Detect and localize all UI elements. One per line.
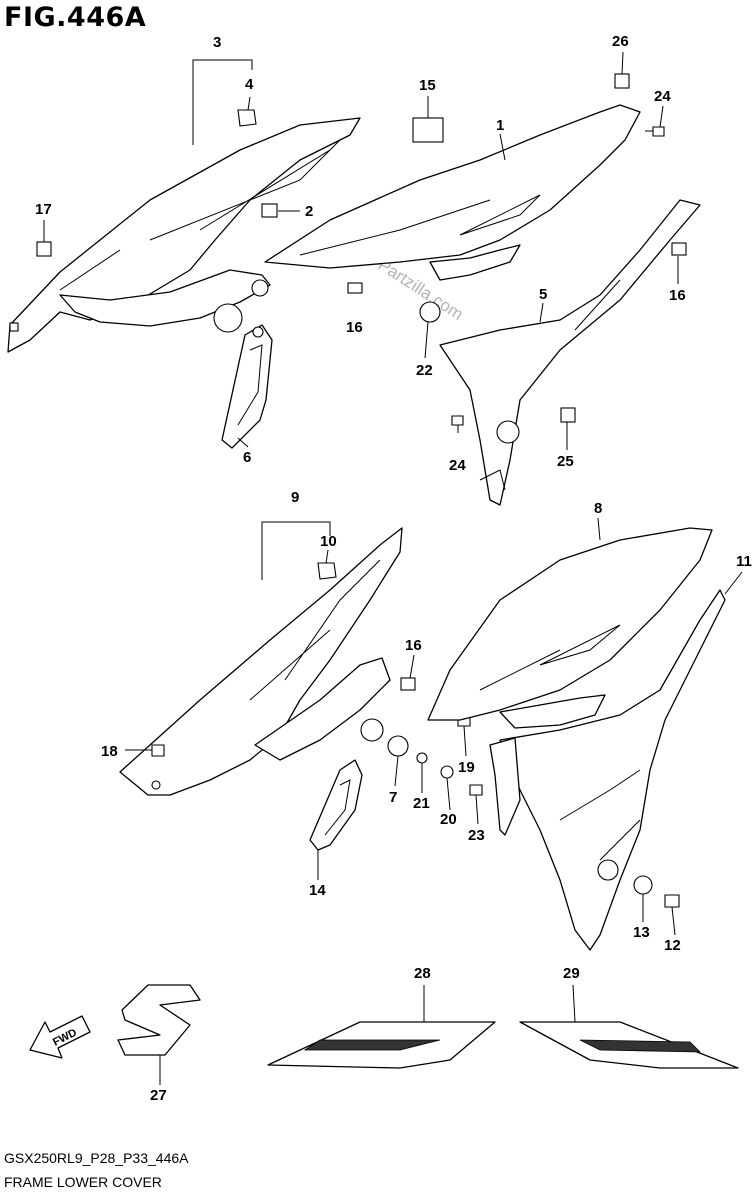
callout-labels: 3 4 26 15 24 1 17 2 16 5 16 22 6 24 25 9… xyxy=(35,33,752,1104)
callout-26[interactable]: 26 xyxy=(612,33,629,50)
callout-21[interactable]: 21 xyxy=(413,795,430,812)
part-11-lower-inner-cover[interactable] xyxy=(489,589,726,951)
part-25-cushion[interactable] xyxy=(560,407,576,423)
callout-1[interactable]: 1 xyxy=(496,117,504,134)
part-2-nut-clip[interactable] xyxy=(261,203,278,218)
part-3-left-frame-cover[interactable] xyxy=(7,117,361,353)
part-16-clip-upper-right[interactable] xyxy=(671,242,687,256)
part-13-grommet[interactable] xyxy=(633,875,653,895)
callout-11[interactable]: 11 xyxy=(736,553,752,570)
part-27-emblem[interactable] xyxy=(117,984,201,1056)
callout-18[interactable]: 18 xyxy=(101,743,118,760)
part-9-left-lower-cover[interactable] xyxy=(119,527,403,796)
callout-22[interactable]: 22 xyxy=(416,362,433,379)
fwd-arrow-icon: FWD xyxy=(29,1015,91,1059)
callout-25[interactable]: 25 xyxy=(557,453,574,470)
part-1-right-frame-cover[interactable] xyxy=(213,104,641,333)
callout-9[interactable]: 9 xyxy=(291,489,299,506)
part-28-decal[interactable] xyxy=(267,1021,496,1069)
part-16-clip-lower[interactable] xyxy=(400,677,416,691)
callout-6[interactable]: 6 xyxy=(243,449,251,466)
part-24-screw-lower[interactable] xyxy=(451,415,464,433)
part-5-inner-cover[interactable] xyxy=(439,199,701,506)
callout-19[interactable]: 19 xyxy=(458,759,475,776)
callout-16[interactable]: 16 xyxy=(346,319,363,336)
figure-title: FIG.446A xyxy=(4,2,147,33)
part-26-cushion[interactable] xyxy=(614,73,630,89)
leader-lines xyxy=(43,51,743,1085)
part-6-bracket[interactable] xyxy=(221,324,273,449)
part-17-cushion[interactable] xyxy=(36,241,52,257)
callout-12[interactable]: 12 xyxy=(664,937,681,954)
callout-14[interactable]: 14 xyxy=(309,882,326,899)
part-15-cushion[interactable] xyxy=(412,117,444,143)
callout-7[interactable]: 7 xyxy=(389,789,397,806)
part-23-screw[interactable] xyxy=(469,784,483,796)
part-22-grommet[interactable] xyxy=(419,301,441,323)
part-7-grommet[interactable] xyxy=(387,735,409,757)
part-18-bolt[interactable] xyxy=(151,744,165,757)
part-4-grommet[interactable] xyxy=(237,109,257,127)
callout-15[interactable]: 15 xyxy=(419,77,436,94)
part-29-decal[interactable] xyxy=(519,1021,739,1069)
callout-24[interactable]: 24 xyxy=(449,457,466,474)
callout-20[interactable]: 20 xyxy=(440,811,457,828)
callout-16[interactable]: 16 xyxy=(405,637,422,654)
callout-4[interactable]: 4 xyxy=(245,76,254,93)
callout-16[interactable]: 16 xyxy=(669,287,686,304)
callout-3[interactable]: 3 xyxy=(213,34,221,51)
callout-27[interactable]: 27 xyxy=(150,1087,167,1104)
part-20-washer[interactable] xyxy=(440,765,454,779)
section-name: FRAME LOWER COVER xyxy=(4,1174,162,1190)
callout-28[interactable]: 28 xyxy=(414,965,431,982)
callout-2[interactable]: 2 xyxy=(305,203,313,220)
callout-29[interactable]: 29 xyxy=(563,965,580,982)
part-16-clip-upper-mid[interactable] xyxy=(347,282,363,294)
callout-5[interactable]: 5 xyxy=(539,286,547,303)
callout-8[interactable]: 8 xyxy=(594,500,602,517)
part-24-screw-upper[interactable] xyxy=(645,126,665,137)
callout-23[interactable]: 23 xyxy=(468,827,485,844)
part-21-collar[interactable] xyxy=(416,752,428,764)
callout-10[interactable]: 10 xyxy=(320,533,337,550)
callout-13[interactable]: 13 xyxy=(633,924,650,941)
callout-17[interactable]: 17 xyxy=(35,201,52,218)
part-10-grommet[interactable] xyxy=(317,562,337,580)
model-code: GSX250RL9_P28_P33_446A xyxy=(4,1150,189,1166)
callout-24[interactable]: 24 xyxy=(654,88,671,105)
part-8-right-lower-cover[interactable] xyxy=(427,527,713,729)
part-12-screw[interactable] xyxy=(664,894,680,908)
part-14-bracket[interactable] xyxy=(309,759,363,851)
